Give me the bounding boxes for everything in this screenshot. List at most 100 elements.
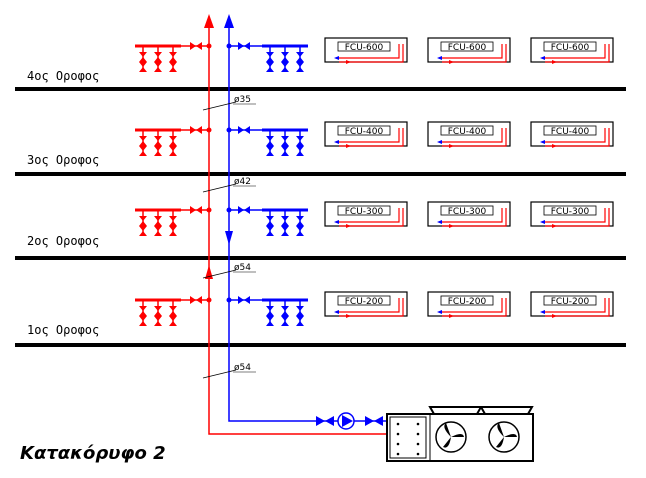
fan-icon (435, 421, 467, 453)
flow-arrow-icon (449, 314, 454, 318)
gate-valve-icon (266, 62, 274, 72)
gate-valve-icon (190, 206, 202, 214)
gate-valve-icon (154, 146, 162, 156)
flow-arrow-icon (334, 56, 339, 60)
gate-valve-icon (154, 52, 162, 62)
fan-coil-unit: FCU-400 (324, 121, 408, 148)
floor-manifold-icon (135, 128, 181, 156)
gate-valve-icon (266, 306, 274, 316)
floor-manifold-icon (262, 128, 308, 156)
gate-valve-icon (281, 136, 289, 146)
flow-arrow-icon (346, 60, 351, 64)
floor-slab (15, 172, 626, 176)
flow-arrow-icon (334, 220, 339, 224)
gate-valve-icon (169, 306, 177, 316)
air-cooled-chiller-icon (386, 406, 534, 462)
gate-valve-icon (139, 136, 147, 146)
gate-valve-icon (296, 216, 304, 226)
floor-manifold-icon (262, 44, 308, 72)
return-riser (228, 28, 387, 422)
gate-valve-icon (169, 226, 177, 236)
gate-valve-icon (238, 296, 250, 304)
floor-label: 1ος Οροφος (27, 323, 99, 337)
flow-arrow-icon (449, 144, 454, 148)
gate-valve-icon (154, 316, 162, 326)
pipe-size-markers: ø35 ø42 ø54 ø54 (202, 95, 256, 379)
gate-valve-icon (190, 296, 202, 304)
fcu-label: FCU-400 (551, 127, 590, 137)
pipe-size-label: ø35 (234, 95, 251, 105)
floor-manifold-icon (135, 298, 181, 326)
floor-slab (15, 87, 626, 91)
gate-valve-icon (169, 146, 177, 156)
pipe-size-marker: ø42 (202, 177, 256, 193)
pipe-size-marker: ø54 (202, 363, 256, 379)
fan-coil-unit: FCU-600 (530, 37, 614, 64)
plant-equipment (316, 406, 534, 462)
pipe-size-marker: ø54 (202, 263, 256, 279)
gate-valve-icon (190, 42, 202, 50)
flow-arrow-icon (346, 224, 351, 228)
flow-arrow-icon (437, 56, 442, 60)
flow-arrow-icon (437, 310, 442, 314)
floor-manifold-icon (135, 44, 181, 72)
diagram-title: Κατακόρυφο 2 (20, 443, 166, 464)
gate-valve-icon (169, 52, 177, 62)
fan-coil-unit: FCU-600 (427, 37, 511, 64)
floor-manifold-icon (262, 208, 308, 236)
floor-slabs (15, 87, 626, 347)
floor-slab (15, 256, 626, 260)
gate-valve-icon (154, 306, 162, 316)
gate-valve-icon (154, 216, 162, 226)
floor-branch: FCU-200 FCU-200 FCU-200 (135, 291, 614, 326)
gate-valve-icon (281, 226, 289, 236)
gate-valve-icon (296, 136, 304, 146)
flow-arrow-icon (346, 314, 351, 318)
fcu-label: FCU-600 (448, 43, 487, 53)
fan-coil-unit: FCU-400 (530, 121, 614, 148)
flow-arrow-icon (540, 310, 545, 314)
fan-coil-unit: FCU-200 (427, 291, 511, 318)
gate-valve-icon (266, 136, 274, 146)
fcu-label: FCU-400 (345, 127, 384, 137)
gate-valve-icon (296, 62, 304, 72)
gate-valve-icon (296, 226, 304, 236)
flow-arrow-icon (552, 144, 557, 148)
fan-hood (479, 406, 534, 415)
gate-valve-icon (238, 42, 250, 50)
fan-coil-unit: FCU-300 (427, 201, 511, 228)
gate-valve-icon (190, 126, 202, 134)
fan-coil-unit: FCU-400 (427, 121, 511, 148)
gate-valve-icon (266, 216, 274, 226)
fcu-label: FCU-300 (551, 207, 590, 217)
gate-valve-icon (281, 306, 289, 316)
gate-valve-icon (365, 416, 383, 426)
flow-arrow-icon (552, 314, 557, 318)
fan-coil-unit: FCU-300 (530, 201, 614, 228)
flow-arrow-icon (540, 56, 545, 60)
gate-valve-icon (266, 146, 274, 156)
fan-coil-unit: FCU-200 (530, 291, 614, 318)
floor-branch: FCU-400 FCU-400 FCU-400 (135, 121, 614, 156)
gate-valve-icon (281, 216, 289, 226)
supply-flow-arrow-icon (205, 265, 213, 279)
gate-valve-icon (169, 136, 177, 146)
return-riser-arrow-icon (224, 14, 234, 28)
flow-arrow-icon (552, 224, 557, 228)
floor-label: 2ος Οροφος (27, 234, 99, 248)
gate-valve-icon (238, 126, 250, 134)
gate-valve-icon (139, 52, 147, 62)
supply-riser (208, 28, 387, 435)
gate-valve-icon (266, 52, 274, 62)
fcu-label: FCU-200 (345, 297, 384, 307)
supply-riser-arrow-icon (204, 14, 214, 28)
fan-coil-unit: FCU-200 (324, 291, 408, 318)
fcu-label: FCU-600 (551, 43, 590, 53)
flow-arrow-icon (552, 60, 557, 64)
flow-arrow-icon (346, 144, 351, 148)
gate-valve-icon (169, 62, 177, 72)
